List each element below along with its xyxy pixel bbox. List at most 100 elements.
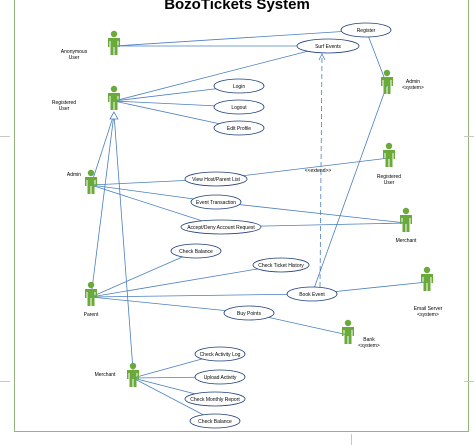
extend-arrowhead — [318, 53, 326, 61]
actor-adminsys: Admin<system> — [381, 69, 424, 94]
usecase-label: Event Transaction — [196, 200, 236, 206]
usecase-ellipse — [189, 413, 241, 429]
usecase-eventtx: Event Transaction — [190, 194, 242, 210]
actor-head — [385, 142, 393, 150]
actor-label: Anonymous — [61, 49, 88, 55]
usecase-login: Login — [213, 78, 265, 94]
actor-body — [383, 150, 395, 167]
association-adminsys-register — [365, 29, 388, 86]
usecase-label: Check Balance — [198, 419, 232, 425]
usecase-label: Upload Activity — [204, 375, 237, 381]
usecase-ellipse — [170, 243, 222, 259]
generalization-admin — [90, 113, 115, 186]
usecase-accept: Accept/Deny Account Request — [180, 219, 262, 235]
page-guide — [464, 136, 474, 137]
usecase-ellipse — [184, 391, 246, 407]
actors: AnonymousUserRegisteredUserAdminParentMe… — [52, 30, 443, 387]
actor-body — [108, 38, 120, 55]
actor-merchant2: Merchant — [396, 207, 417, 244]
page-guide — [0, 136, 10, 137]
usecase-label: Check Monthly Report — [190, 397, 240, 403]
actor-label: Registered — [52, 100, 76, 106]
actor-label: Parent — [84, 312, 99, 318]
association-parent-book — [90, 293, 313, 298]
actor-parent: Parent — [84, 281, 99, 318]
usecase-viewhost: View Host/Parent List — [184, 171, 248, 187]
actor-head — [423, 266, 431, 274]
usecase-activity: Check Activity Log — [194, 346, 246, 362]
actor-label: User — [59, 106, 70, 112]
actor-body — [400, 215, 412, 232]
usecase-ellipse — [340, 22, 392, 38]
actor-head — [383, 69, 391, 77]
actor-email: Email Server<system> — [414, 266, 443, 318]
usecase-label: Check Activity Log — [200, 352, 241, 358]
actor-label: Email Server — [414, 306, 443, 312]
actor-head — [129, 362, 137, 370]
actor-body — [381, 77, 393, 94]
association-merchant-checkbal2 — [132, 377, 216, 422]
actor-body — [108, 93, 120, 110]
usecase-label: Check Balance — [179, 249, 213, 255]
actor-body — [342, 327, 354, 344]
diagram-title: BozoTickets System — [164, 0, 310, 13]
actor-body — [127, 370, 139, 387]
extend-relationship — [319, 53, 323, 288]
actor-head — [87, 281, 95, 289]
association-reg-surf — [113, 45, 329, 102]
actor-body — [85, 177, 97, 194]
usecase-ellipse — [286, 286, 338, 302]
actor-label: Bank — [363, 337, 375, 343]
usecase-label: Book Event — [299, 292, 325, 298]
usecase-ellipse — [252, 257, 310, 273]
actor-head — [110, 30, 118, 38]
actor-label: User — [384, 180, 395, 186]
usecase-ellipse — [213, 120, 265, 136]
usecase-label: Register — [357, 28, 376, 34]
usecase-edit: Edit Profile — [213, 120, 265, 136]
association-reg2-viewhost — [215, 157, 390, 180]
usecase-register: Register — [340, 22, 392, 38]
usecase-label: Buy Points — [237, 311, 261, 317]
generalization-merchant — [113, 113, 134, 371]
usecase-upload: Upload Activity — [194, 369, 246, 385]
usecase-checkbal2: Check Balance — [189, 413, 241, 429]
actor-label: Registered — [377, 174, 401, 180]
usecase-ellipse — [213, 99, 265, 115]
actor-body — [85, 289, 97, 306]
actor-head — [87, 169, 95, 177]
page-guide — [0, 381, 10, 382]
usecase-label: Login — [233, 84, 245, 90]
actor-label: <system> — [417, 312, 439, 318]
usecase-ellipse — [223, 305, 275, 321]
page-guide — [351, 434, 352, 445]
actor-merchant: Merchant — [95, 362, 139, 387]
usecase-label: View Host/Parent List — [192, 177, 240, 183]
association-adminsys-book — [311, 84, 388, 295]
association-parent-buy — [90, 296, 250, 314]
usecase-label: Surf Events — [315, 44, 341, 50]
actor-label: Merchant — [95, 372, 116, 378]
actor-bank: Bank<system> — [342, 319, 380, 349]
association-parent-history — [90, 264, 282, 298]
system-boundary — [14, 0, 469, 432]
usecase-ellipse — [213, 78, 265, 94]
association-reg-edit — [113, 100, 240, 129]
association-merchant2-eventtx — [215, 201, 407, 224]
usecase-ellipse — [296, 38, 360, 54]
usecase-ellipse — [184, 171, 248, 187]
association-anon-register — [113, 29, 367, 47]
usecase-book: Book Event — [286, 286, 338, 302]
usecase-ellipse — [194, 346, 246, 362]
usecase-label: Edit Profile — [227, 126, 251, 132]
actor-label: Admin — [406, 79, 420, 85]
usecase-label: Check Ticket History — [258, 263, 304, 269]
usecase-buy: Buy Points — [223, 305, 275, 321]
usecase-logout: Logout — [213, 99, 265, 115]
actor-label: Merchant — [396, 238, 417, 244]
generalization-parent — [90, 113, 115, 298]
actor-label: <system> — [402, 85, 424, 91]
actor-head — [110, 85, 118, 93]
